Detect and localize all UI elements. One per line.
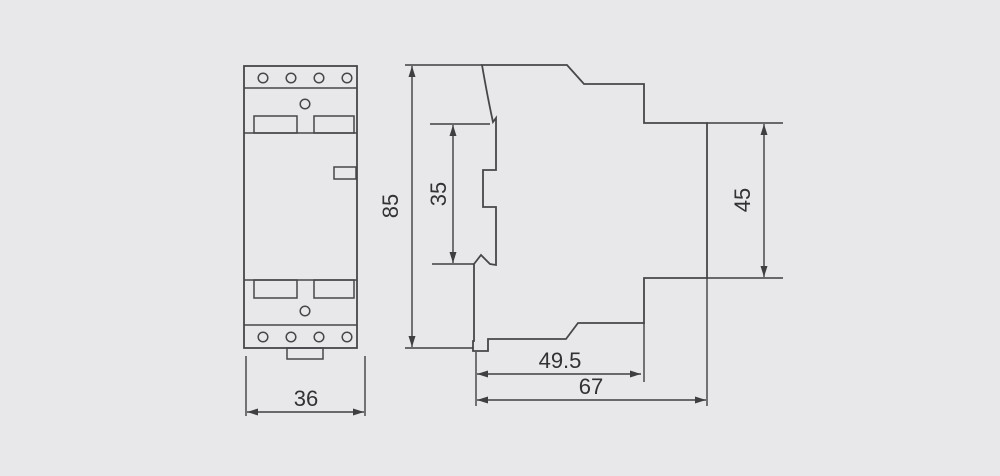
arrowhead-left-icon bbox=[477, 370, 488, 378]
dim-label-depth-partial: 49.5 bbox=[539, 348, 582, 373]
dim-label-din-clip-height: 35 bbox=[426, 182, 451, 206]
arrowhead-up-icon bbox=[760, 124, 768, 135]
front-bottom-clip-tab bbox=[286, 347, 324, 360]
terminal-screw-icon bbox=[257, 72, 269, 84]
front-indicator-window bbox=[333, 166, 357, 180]
terminal-screw-icon bbox=[285, 72, 297, 84]
dimension-front-width: 36 bbox=[245, 356, 366, 416]
front-upper-right-terminal-cover bbox=[313, 115, 355, 134]
front-upper-center-screw-icon bbox=[299, 98, 311, 110]
dim-label-depth-total: 67 bbox=[579, 374, 603, 399]
dim-label-overall-height: 85 bbox=[378, 194, 403, 218]
terminal-screw-icon bbox=[341, 331, 353, 343]
arrowhead-up-icon bbox=[408, 66, 416, 77]
arrowhead-left-icon bbox=[247, 408, 258, 416]
dimension-din-clip-height: 35 bbox=[426, 123, 490, 265]
terminal-screw-icon bbox=[313, 331, 325, 343]
dim-label-front-width: 36 bbox=[294, 386, 318, 411]
front-view bbox=[243, 65, 358, 360]
side-body-outline bbox=[472, 64, 708, 352]
dimension-depth-partial: 49.5 bbox=[475, 323, 645, 406]
terminal-screw-icon bbox=[257, 331, 269, 343]
arrowhead-right-icon bbox=[353, 408, 364, 416]
dimension-rear-section-height: 45 bbox=[707, 122, 783, 279]
front-upper-left-terminal-cover bbox=[253, 115, 298, 134]
arrowhead-down-icon bbox=[449, 252, 457, 263]
front-lower-right-terminal-cover bbox=[313, 279, 355, 299]
arrowhead-right-icon bbox=[695, 396, 706, 404]
terminal-screw-icon bbox=[313, 72, 325, 84]
side-profile-view bbox=[472, 64, 708, 352]
arrowhead-left-icon bbox=[477, 396, 488, 404]
front-bottom-terminal-screws bbox=[257, 331, 353, 343]
front-body-outline bbox=[243, 65, 358, 349]
dimension-overall-height: 85 bbox=[378, 64, 482, 349]
arrowhead-up-icon bbox=[449, 125, 457, 136]
dim-label-rear-section-height: 45 bbox=[730, 188, 755, 212]
terminal-screw-icon bbox=[285, 331, 297, 343]
front-top-terminal-screws bbox=[257, 72, 353, 84]
front-lower-center-screw-icon bbox=[299, 305, 311, 317]
dimension-depth-total: 67 bbox=[477, 278, 708, 406]
arrowhead-right-icon bbox=[630, 370, 641, 378]
arrowhead-down-icon bbox=[408, 336, 416, 347]
arrowhead-down-icon bbox=[760, 266, 768, 277]
front-lower-left-terminal-cover bbox=[253, 279, 298, 299]
terminal-screw-icon bbox=[341, 72, 353, 84]
